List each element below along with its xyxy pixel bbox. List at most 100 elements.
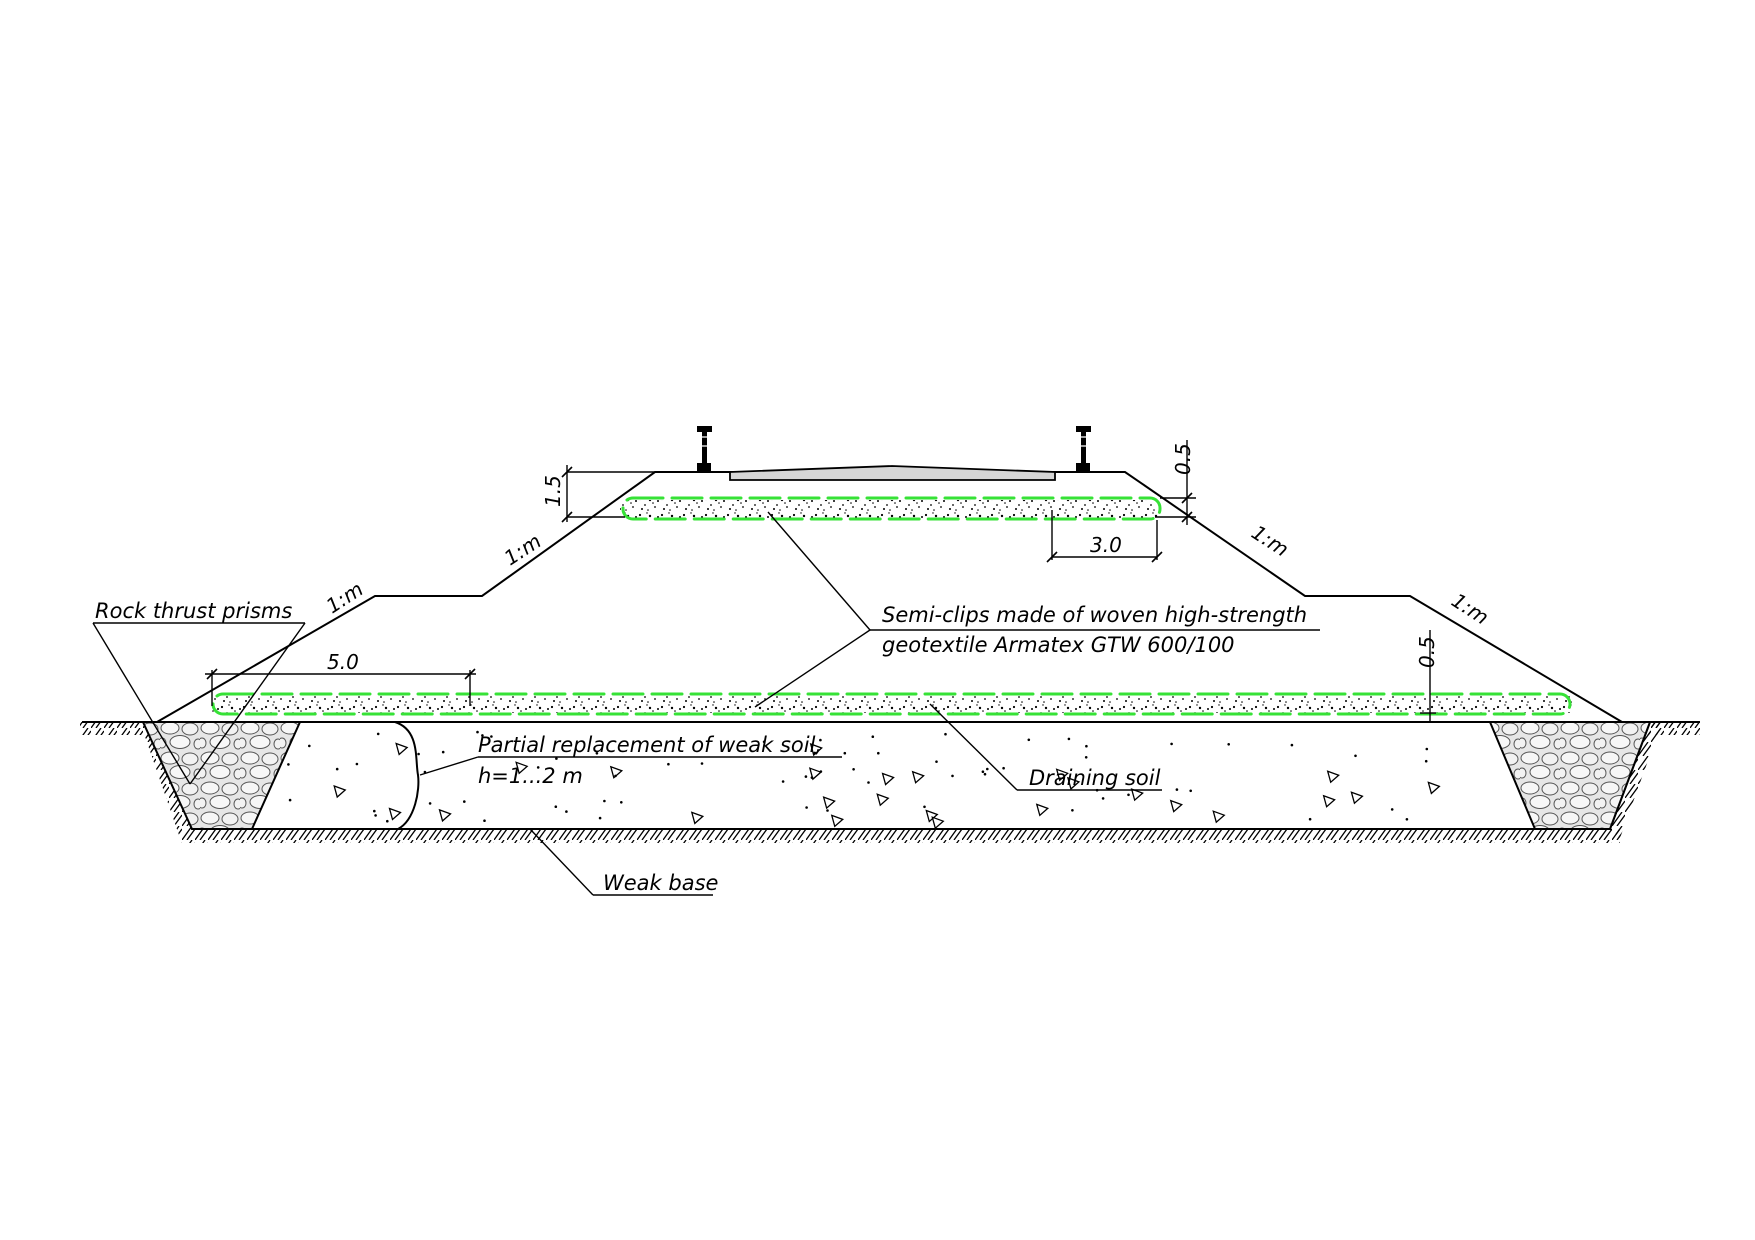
soil-dot — [1390, 808, 1394, 811]
soil-dot — [867, 781, 870, 784]
soil-dot — [986, 767, 989, 771]
soil-dot — [826, 809, 829, 812]
soil-triangle — [925, 809, 939, 823]
rail-right — [1076, 426, 1091, 472]
draining-soil-marks — [287, 730, 1441, 830]
partial-replacement-label-line1: Partial replacement of weak soil, — [478, 733, 822, 757]
dimension-lines — [205, 440, 1436, 722]
soil-dot — [1002, 766, 1005, 770]
soil-triangle — [1169, 799, 1183, 813]
dim-bottom-overlap: 5.0 — [327, 650, 359, 674]
soil-dot — [536, 766, 540, 769]
soil-dot — [1067, 737, 1071, 741]
soil-triangle — [438, 808, 452, 823]
semi-clips-label-line1: Semi-clips made of woven high-strength — [882, 603, 1307, 627]
soil-dot — [923, 805, 926, 809]
soil-dot — [620, 801, 623, 804]
soil-dot — [417, 752, 420, 756]
soil-triangle — [1055, 768, 1069, 782]
soil-dot — [483, 819, 486, 822]
soil-dot — [374, 814, 377, 817]
soil-dot — [373, 809, 376, 813]
soil-dot — [762, 740, 766, 744]
soil-dot — [565, 810, 568, 813]
soil-triangle — [876, 793, 890, 807]
soil-dot — [481, 734, 484, 737]
soil-dot — [1170, 742, 1173, 746]
slope-lower-left: 1:m — [322, 577, 368, 618]
geotextile-clip-bottom — [211, 692, 1572, 716]
partial-replacement-label-line2: h=1...2 m — [478, 764, 583, 788]
soil-dot — [700, 762, 704, 765]
geotextile-clip-top — [621, 496, 1162, 521]
replacement-zone-boundary — [394, 721, 420, 830]
soil-dot — [1425, 747, 1429, 751]
soil-dot — [1071, 809, 1074, 812]
soil-dot — [1084, 756, 1088, 759]
dim-top-height: 1.5 — [541, 475, 565, 507]
soil-dot — [1189, 789, 1192, 793]
soil-dot — [441, 750, 445, 754]
soil-dot — [335, 767, 339, 771]
soil-dot — [667, 762, 670, 766]
soil-dot — [1175, 788, 1179, 791]
soil-triangle — [1035, 803, 1050, 817]
rail-left — [697, 426, 712, 472]
soil-dot — [1308, 817, 1312, 821]
soil-dot — [428, 802, 432, 805]
soil-triangle — [395, 742, 409, 756]
soil-dot — [804, 775, 808, 778]
soil-triangle — [609, 765, 624, 779]
soil-dot — [1424, 759, 1428, 763]
soil-dot — [490, 735, 493, 738]
soil-dot — [355, 762, 359, 766]
leader-lines — [92, 511, 1320, 896]
soil-dot — [1085, 744, 1088, 748]
dim-top-overlap: 3.0 — [1090, 533, 1122, 557]
soil-dot — [951, 774, 954, 778]
soil-triangle — [1212, 810, 1226, 824]
soil-triangle — [690, 811, 705, 825]
soil-triangle — [822, 796, 836, 810]
soil-dot — [555, 757, 558, 760]
soil-dot — [877, 751, 880, 755]
soil-triangle — [1427, 781, 1441, 795]
soil-dot — [843, 751, 847, 755]
soil-triangle — [388, 807, 402, 821]
soil-dot — [288, 798, 292, 802]
soil-dot — [1290, 743, 1294, 747]
soil-dot — [1227, 743, 1230, 746]
soil-dot — [463, 800, 466, 803]
sleeper — [729, 465, 1056, 481]
soil-dot — [598, 816, 602, 820]
soil-dot — [1354, 754, 1357, 758]
soil-triangle — [1350, 791, 1364, 805]
rock-prism-left — [141, 721, 302, 830]
soil-triangle — [1130, 788, 1144, 802]
soil-dot — [476, 730, 479, 734]
soil-dot — [935, 760, 938, 763]
dim-bottom-offset: 0.5 — [1415, 636, 1439, 668]
gravel-layer-bottom — [212, 696, 1572, 713]
soil-triangle — [1326, 770, 1340, 784]
soil-triangle — [808, 767, 823, 781]
soil-triangle — [809, 742, 823, 757]
ground-line — [82, 721, 1700, 830]
soil-dot — [1101, 797, 1105, 800]
ground-hatching — [80, 722, 1700, 843]
weak-base-label: Weak base — [603, 871, 718, 895]
soil-dot — [386, 819, 389, 823]
soil-dot — [1405, 818, 1409, 821]
soil-dot — [983, 772, 987, 776]
soil-triangle — [911, 770, 925, 784]
soil-dot — [595, 752, 599, 755]
soil-dot — [871, 735, 875, 738]
slope-upper-right: 1:m — [1247, 520, 1293, 561]
soil-dot — [781, 780, 785, 783]
soil-triangle — [515, 761, 529, 775]
soil-dot — [1127, 793, 1130, 797]
soil-dot — [805, 806, 808, 809]
dim-top-offset: 0.5 — [1171, 443, 1195, 475]
soil-dot — [1027, 738, 1031, 742]
